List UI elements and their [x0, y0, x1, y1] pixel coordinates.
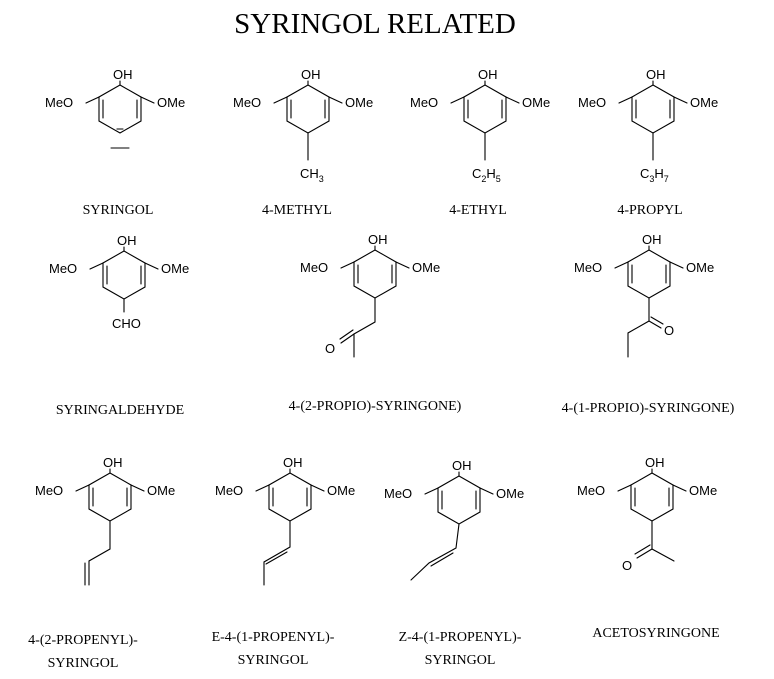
- caption-z-propenyl-line2: SYRINGOL: [425, 653, 496, 668]
- page-title: SYRINGOL RELATED: [234, 8, 516, 40]
- caption-4-ethyl: 4-ETHYL: [449, 203, 507, 218]
- caption-syringol: SYRINGOL: [83, 203, 154, 218]
- carbonyl-oxygen-label: O: [325, 341, 335, 356]
- methoxy-right-label: OMe: [522, 95, 550, 110]
- methoxy-left-label: MeO: [384, 486, 412, 501]
- methoxy-right-label: OMe: [327, 483, 355, 498]
- structure-acetosyringone: O OH MeO OMe: [577, 455, 717, 573]
- caption-syringaldehyde: SYRINGALDEHYDE: [56, 403, 184, 418]
- methoxy-left-label: MeO: [215, 483, 243, 498]
- methoxy-right-label: OMe: [496, 486, 524, 501]
- structure-4-methyl: OH MeO OMe CH3: [233, 67, 373, 184]
- hydroxyl-label: OH: [103, 455, 123, 470]
- caption-4-propyl: 4-PROPYL: [617, 203, 682, 218]
- ethyl-label: C2H5: [472, 166, 501, 184]
- caption-4-2-propio-syringone: 4-(2-PROPIO)-SYRINGONE): [289, 399, 462, 414]
- structure-syringaldehyde: OH MeO OMe CHO: [49, 233, 189, 331]
- caption-e-propenyl-line1: E-4-(1-PROPENYL)-: [212, 630, 335, 645]
- methoxy-left-label: MeO: [300, 260, 328, 275]
- methyl-label: CH3: [300, 166, 324, 184]
- structure-e-4-1-propenyl-syringol: OH MeO OMe: [215, 455, 355, 586]
- methoxy-left-label: MeO: [410, 95, 438, 110]
- structure-4-1-propio-syringone: OH MeO OMe O: [574, 232, 714, 358]
- methoxy-right-label: OMe: [345, 95, 373, 110]
- hydroxyl-label: OH: [283, 455, 303, 470]
- structure-4-propyl: OH MeO OMe C3H7: [578, 67, 718, 184]
- hydroxyl-label: OH: [478, 67, 498, 82]
- caption-e-propenyl-line2: SYRINGOL: [238, 653, 309, 668]
- hydroxyl-label: OH: [452, 458, 472, 473]
- methoxy-left-label: MeO: [233, 95, 261, 110]
- caption-4-2-propenyl-line1: 4-(2-PROPENYL)-: [28, 633, 138, 648]
- propyl-label: C3H7: [640, 166, 669, 184]
- structure-4-2-propio-syringone: OH MeO OMe O: [300, 232, 440, 358]
- methoxy-left-label: MeO: [49, 261, 77, 276]
- methoxy-right-label: OMe: [161, 261, 189, 276]
- structure-4-2-propenyl-syringol: OH MeO OMe: [35, 455, 175, 586]
- caption-4-2-propenyl-line2: SYRINGOL: [48, 656, 119, 671]
- methoxy-right-label: OMe: [686, 260, 714, 275]
- methoxy-left-label: MeO: [35, 483, 63, 498]
- methoxy-right-label: OMe: [689, 483, 717, 498]
- hydroxyl-label: OH: [646, 67, 666, 82]
- methoxy-right-label: OMe: [412, 260, 440, 275]
- hydroxyl-label: OH: [368, 232, 388, 247]
- structure-z-4-1-propenyl-syringol: OH MeO OMe: [384, 458, 524, 581]
- caption-4-methyl: 4-METHYL: [262, 203, 332, 218]
- hydroxyl-label: OH: [117, 233, 137, 248]
- methoxy-left-label: MeO: [578, 95, 606, 110]
- methoxy-right-label: OMe: [690, 95, 718, 110]
- methoxy-left-label: MeO: [45, 95, 73, 110]
- carbonyl-oxygen-label: O: [622, 558, 632, 573]
- caption-z-propenyl-line1: Z-4-(1-PROPENYL)-: [399, 630, 522, 645]
- caption-acetosyringone: ACETOSYRINGONE: [592, 626, 719, 641]
- aldehyde-label: CHO: [112, 316, 141, 331]
- methoxy-right-label: OMe: [157, 95, 185, 110]
- structure-syringol: OH MeO OMe: [45, 67, 185, 134]
- caption-4-1-propio-syringone: 4-(1-PROPIO)-SYRINGONE): [562, 401, 735, 416]
- methoxy-left-label: MeO: [577, 483, 605, 498]
- hydroxyl-label: OH: [642, 232, 662, 247]
- carbonyl-oxygen-label: O: [664, 323, 674, 338]
- structure-4-ethyl: OH MeO OMe C2H5: [410, 67, 550, 184]
- hydroxyl-label: OH: [645, 455, 665, 470]
- methoxy-right-label: OMe: [147, 483, 175, 498]
- hydroxyl-label: OH: [301, 67, 321, 82]
- methoxy-left-label: MeO: [574, 260, 602, 275]
- hydroxyl-label: OH: [113, 67, 133, 82]
